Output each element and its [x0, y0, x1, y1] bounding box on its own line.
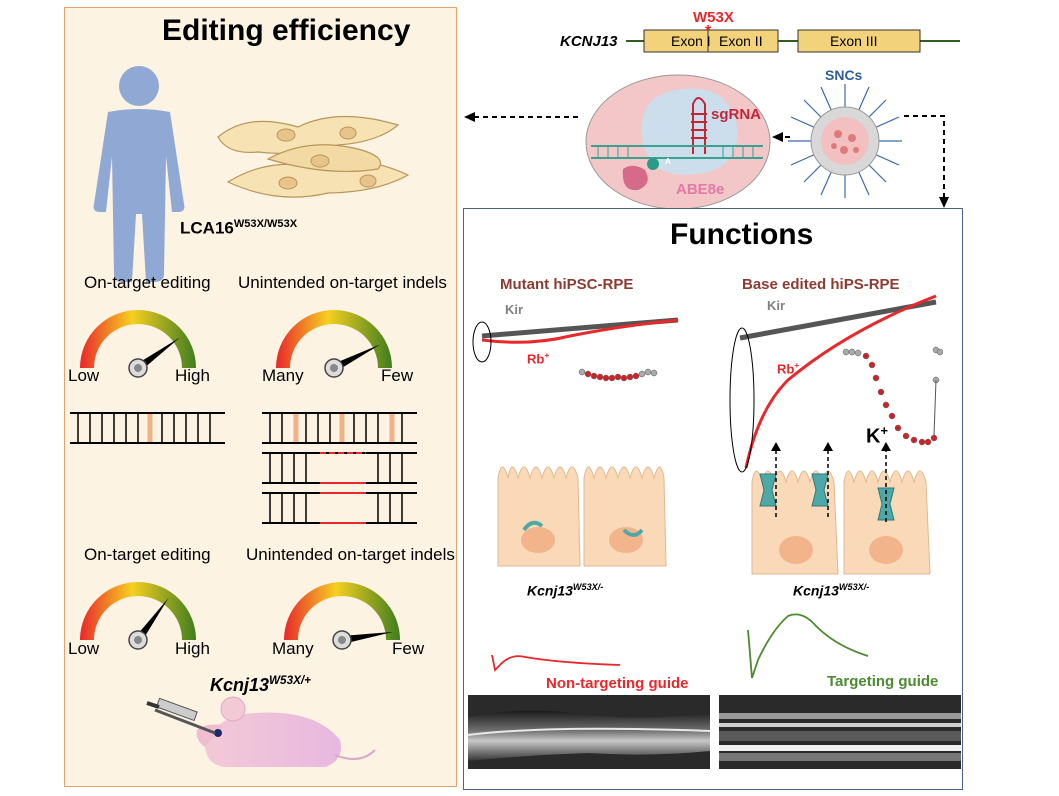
mutant-genotype-sup: W53X/- [572, 582, 604, 592]
gauge-row2-right-low: Many [272, 639, 314, 658]
edited-genotype-sup: W53X/- [838, 582, 870, 592]
targeting-guide-label: Targeting guide [827, 673, 939, 690]
row2-right-caption: Unintended on-target indels [246, 545, 455, 564]
edited-current-traces [729, 294, 943, 473]
mutant-current-traces [472, 317, 679, 382]
edited-genotype-label: Kcnj13W53X/- [793, 582, 869, 599]
gauge-row2-right-high: Few [392, 639, 425, 658]
patient-genotype-text: LCA16 [180, 218, 234, 238]
gauge-needle [341, 631, 394, 644]
base-editor-complex [585, 74, 771, 210]
mutant-kir-label: Kir [505, 302, 524, 317]
targeting-erg-trace [747, 613, 869, 679]
gauge-row1-right-high: Few [381, 366, 414, 385]
exon-3-label: Exon III [830, 33, 878, 49]
gauge-row1-left-low: Low [68, 366, 100, 385]
row1-left-caption: On-target editing [84, 273, 211, 292]
potassium-text: K [866, 425, 881, 448]
gauge-arc [80, 582, 196, 640]
mouse-genotype-label: Kcnj13W53X/+ [210, 674, 311, 696]
nontargeting-erg-trace [491, 654, 621, 672]
gauge-arc [80, 310, 196, 368]
edited-genotype-text: Kcnj13 [793, 582, 839, 599]
gauge-hub-center [338, 636, 346, 644]
snc-nanoparticle [788, 84, 902, 198]
nontargeting-oct-image [468, 695, 710, 769]
edited-rpe-cells [751, 442, 931, 575]
gauge-needle [134, 597, 169, 643]
exon-2-label: Exon II [719, 33, 763, 49]
nucleotide-a-label: A [665, 157, 671, 166]
patient-figure [93, 66, 185, 282]
mutant-genotype-label: Kcnj13W53X/- [527, 582, 603, 599]
gauge-hub-center [330, 364, 338, 372]
edited-rb-text: Rb [777, 361, 795, 377]
abe8e-label: ABE8e [676, 181, 725, 198]
mouse-genotype-sup: W53X/+ [269, 674, 311, 687]
edited-rb-sup: + [794, 360, 800, 370]
mouse-injection-figure [146, 696, 376, 767]
edited-rb-label: Rb+ [777, 360, 799, 376]
row1-right-caption: Unintended on-target indels [238, 273, 447, 292]
gauge-row1-left-high: High [175, 366, 210, 385]
gauge-hub-center [134, 636, 142, 644]
row2-left-caption: On-target editing [84, 545, 211, 564]
gauge-row1-right-low: Many [262, 366, 304, 385]
mutant-genotype-text: Kcnj13 [527, 582, 573, 599]
dna-ladders-indels [262, 412, 417, 524]
gene-structure [626, 29, 960, 53]
mutation-label: W53X [693, 9, 734, 26]
mutant-rpe-cells [497, 466, 667, 567]
gauge-row2-left-high: High [175, 639, 210, 658]
targeting-oct-image [719, 695, 961, 769]
mutant-rb-label: Rb+ [527, 350, 549, 366]
mutant-rb-text: Rb [527, 351, 545, 367]
gauge-needle [332, 344, 381, 372]
patient-genotype-label: LCA16W53X/W53X [180, 218, 297, 239]
nontargeting-guide-label: Non-targeting guide [546, 675, 689, 692]
mutant-title: Mutant hiPSC-RPE [500, 276, 634, 293]
dna-ladder-edited [70, 412, 225, 444]
sgrna-label: sgRNA [711, 106, 762, 123]
gauge-hub-center [134, 364, 142, 372]
potassium-sup: + [880, 423, 889, 438]
gene-name: KCNJ13 [560, 33, 618, 50]
mutant-rb-sup: + [544, 350, 550, 360]
patient-genotype-sup: W53X/W53X [233, 218, 298, 230]
gauge-row2-right [284, 582, 400, 650]
patient-cells-image [217, 115, 410, 198]
gauge-row2-left [80, 582, 196, 650]
functions-title: Functions [670, 218, 814, 251]
potassium-label: K+ [866, 423, 888, 449]
snc-label: SNCs [825, 67, 863, 83]
edited-kir-label: Kir [767, 298, 786, 313]
gauge-row1-left [80, 310, 196, 378]
gauge-needle [135, 337, 181, 372]
gauge-arc [276, 310, 392, 368]
mutation-star-icon: * [705, 23, 712, 40]
editing-efficiency-title: Editing efficiency [162, 14, 411, 47]
flow-arrows [464, 112, 949, 208]
exon-1-label: Exon I [671, 33, 711, 49]
gauge-row1-right [276, 310, 392, 378]
mouse-genotype-text: Kcnj13 [210, 675, 270, 695]
gauge-arc [284, 582, 400, 640]
gauge-row2-left-low: Low [68, 639, 100, 658]
edited-title: Base edited hiPS-RPE [742, 276, 900, 293]
